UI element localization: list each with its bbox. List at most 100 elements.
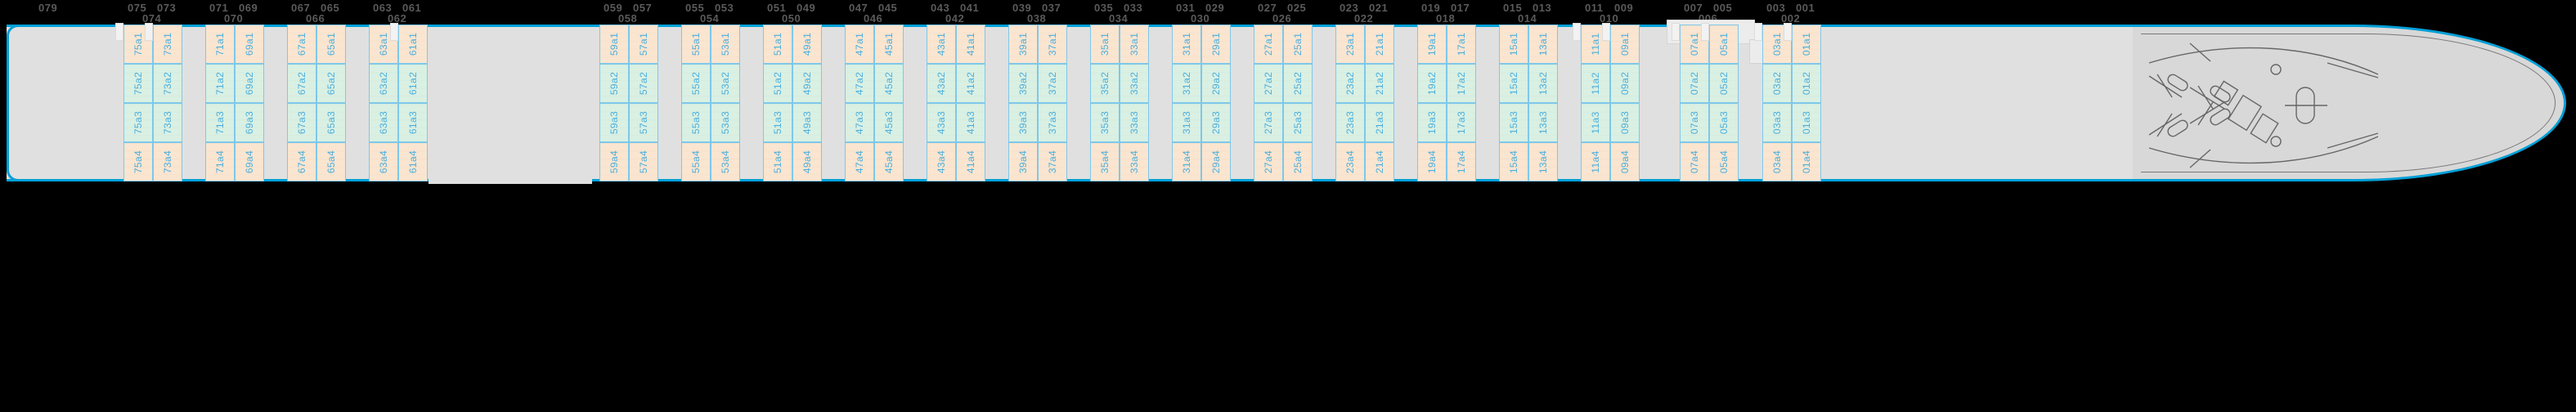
stow-cell-71a4[interactable]: 71a4 (205, 142, 235, 181)
stow-cell-39a2[interactable]: 39a2 (1008, 64, 1038, 103)
stow-cell-21a1[interactable]: 21a1 (1365, 25, 1394, 64)
stow-cell-41a1[interactable]: 41a1 (956, 25, 985, 64)
stow-cell-47a3[interactable]: 47a3 (845, 103, 874, 142)
stow-cell-57a3[interactable]: 57a3 (629, 103, 658, 142)
stow-cell-55a4[interactable]: 55a4 (681, 142, 711, 181)
stow-cell-45a4[interactable]: 45a4 (874, 142, 904, 181)
stow-cell-17a2[interactable]: 17a2 (1447, 64, 1476, 103)
stow-cell-75a2[interactable]: 75a2 (123, 64, 153, 103)
stow-cell-13a2[interactable]: 13a2 (1528, 64, 1558, 103)
stow-cell-43a1[interactable]: 43a1 (927, 25, 956, 64)
stow-cell-63a3[interactable]: 63a3 (369, 103, 398, 142)
stow-cell-51a4[interactable]: 51a4 (763, 142, 792, 181)
stow-cell-13a4[interactable]: 13a4 (1528, 142, 1558, 181)
stow-cell-05a2[interactable]: 05a2 (1709, 64, 1739, 103)
stow-cell-49a4[interactable]: 49a4 (792, 142, 822, 181)
stow-cell-27a1[interactable]: 27a1 (1254, 25, 1283, 64)
stow-cell-39a4[interactable]: 39a4 (1008, 142, 1038, 181)
stow-cell-35a2[interactable]: 35a2 (1090, 64, 1120, 103)
stow-cell-25a3[interactable]: 25a3 (1283, 103, 1313, 142)
stow-cell-47a2[interactable]: 47a2 (845, 64, 874, 103)
stow-cell-37a2[interactable]: 37a2 (1038, 64, 1067, 103)
stow-cell-55a3[interactable]: 55a3 (681, 103, 711, 142)
stow-cell-51a3[interactable]: 51a3 (763, 103, 792, 142)
stow-cell-63a2[interactable]: 63a2 (369, 64, 398, 103)
stow-cell-39a1[interactable]: 39a1 (1008, 25, 1038, 64)
stow-cell-09a3[interactable]: 09a3 (1610, 103, 1640, 142)
stow-cell-43a3[interactable]: 43a3 (927, 103, 956, 142)
stow-cell-73a3[interactable]: 73a3 (153, 103, 182, 142)
stow-cell-49a3[interactable]: 49a3 (792, 103, 822, 142)
stow-cell-65a4[interactable]: 65a4 (316, 142, 346, 181)
stow-cell-17a1[interactable]: 17a1 (1447, 25, 1476, 64)
stow-cell-09a2[interactable]: 09a2 (1610, 64, 1640, 103)
stow-cell-21a4[interactable]: 21a4 (1365, 142, 1394, 181)
stow-cell-65a1[interactable]: 65a1 (316, 25, 346, 64)
stow-cell-03a3[interactable]: 03a3 (1762, 103, 1792, 142)
stow-cell-39a3[interactable]: 39a3 (1008, 103, 1038, 142)
stow-cell-55a2[interactable]: 55a2 (681, 64, 711, 103)
stow-cell-29a3[interactable]: 29a3 (1201, 103, 1231, 142)
stow-cell-37a1[interactable]: 37a1 (1038, 25, 1067, 64)
stow-cell-19a1[interactable]: 19a1 (1417, 25, 1447, 64)
stow-cell-25a4[interactable]: 25a4 (1283, 142, 1313, 181)
stow-cell-57a4[interactable]: 57a4 (629, 142, 658, 181)
stow-cell-41a3[interactable]: 41a3 (956, 103, 985, 142)
stow-cell-49a2[interactable]: 49a2 (792, 64, 822, 103)
stow-cell-31a3[interactable]: 31a3 (1172, 103, 1201, 142)
stow-cell-27a4[interactable]: 27a4 (1254, 142, 1283, 181)
stow-cell-13a3[interactable]: 13a3 (1528, 103, 1558, 142)
stow-cell-69a1[interactable]: 69a1 (235, 25, 264, 64)
stow-cell-65a2[interactable]: 65a2 (316, 64, 346, 103)
stow-cell-67a3[interactable]: 67a3 (287, 103, 316, 142)
stow-cell-29a2[interactable]: 29a2 (1201, 64, 1231, 103)
stow-cell-33a4[interactable]: 33a4 (1120, 142, 1149, 181)
stow-cell-67a4[interactable]: 67a4 (287, 142, 316, 181)
stow-cell-59a2[interactable]: 59a2 (599, 64, 629, 103)
stow-cell-05a1[interactable]: 05a1 (1709, 25, 1739, 64)
stow-cell-05a3[interactable]: 05a3 (1709, 103, 1739, 142)
stow-cell-33a3[interactable]: 33a3 (1120, 103, 1149, 142)
stow-cell-01a3[interactable]: 01a3 (1792, 103, 1821, 142)
stow-cell-67a2[interactable]: 67a2 (287, 64, 316, 103)
stow-cell-75a3[interactable]: 75a3 (123, 103, 153, 142)
stow-cell-71a2[interactable]: 71a2 (205, 64, 235, 103)
stow-cell-23a2[interactable]: 23a2 (1335, 64, 1365, 103)
stow-cell-59a3[interactable]: 59a3 (599, 103, 629, 142)
stow-cell-45a1[interactable]: 45a1 (874, 25, 904, 64)
stow-cell-73a2[interactable]: 73a2 (153, 64, 182, 103)
stow-cell-41a4[interactable]: 41a4 (956, 142, 985, 181)
stow-cell-53a4[interactable]: 53a4 (711, 142, 740, 181)
stow-cell-25a1[interactable]: 25a1 (1283, 25, 1313, 64)
stow-cell-33a2[interactable]: 33a2 (1120, 64, 1149, 103)
stow-cell-07a4[interactable]: 07a4 (1680, 142, 1709, 181)
stow-cell-21a2[interactable]: 21a2 (1365, 64, 1394, 103)
stow-cell-45a2[interactable]: 45a2 (874, 64, 904, 103)
stow-cell-51a1[interactable]: 51a1 (763, 25, 792, 64)
stow-cell-03a2[interactable]: 03a2 (1762, 64, 1792, 103)
stow-cell-53a2[interactable]: 53a2 (711, 64, 740, 103)
stow-cell-55a1[interactable]: 55a1 (681, 25, 711, 64)
stow-cell-35a1[interactable]: 35a1 (1090, 25, 1120, 64)
stow-cell-33a1[interactable]: 33a1 (1120, 25, 1149, 64)
stow-cell-45a3[interactable]: 45a3 (874, 103, 904, 142)
stow-cell-61a4[interactable]: 61a4 (398, 142, 428, 181)
